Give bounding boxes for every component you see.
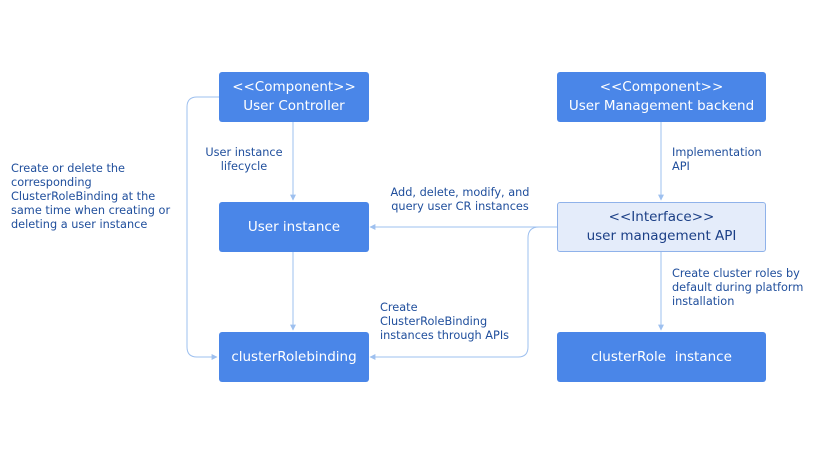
create-cluster-roles-label-line-3: installation: [672, 295, 735, 308]
side-note-line-2: corresponding: [11, 176, 92, 189]
crud-label-line-1: Add, delete, modify, and: [390, 186, 530, 199]
lifecycle-label-line-1: User instance: [205, 146, 283, 159]
side-note-line-4: same time when creating or: [11, 204, 171, 217]
crud-label-line-2: query user CR instances: [391, 200, 529, 213]
user-controller-box: <<Component>> User Controller: [219, 72, 369, 122]
side-note-label: Create or delete the corresponding Clust…: [11, 162, 170, 232]
user-controller-name: User Controller: [243, 98, 345, 114]
cluster-role-instance-name: clusterRole instance: [591, 348, 732, 365]
lifecycle-label-line-2: lifecycle: [220, 160, 268, 173]
cluster-rolebinding-box: clusterRolebinding: [219, 332, 369, 382]
arrow-api-to-rolebinding: [369, 226, 557, 360]
implementation-label-line-1: Implementation: [672, 146, 762, 159]
user-management-backend-box: <<Component>> User Management backend: [557, 72, 766, 122]
create-cluster-roles-label: Create cluster roles by default during p…: [672, 267, 803, 309]
crud-label: Add, delete, modify, and query user CR i…: [380, 186, 540, 214]
user-management-backend-stereotype: <<Component>>: [599, 79, 724, 95]
create-rolebinding-label-line-1: Create: [380, 301, 418, 314]
lifecycle-label: User instance lifecycle: [204, 146, 284, 174]
create-rolebinding-label-line-3: instances through APIs: [380, 329, 510, 342]
implementation-label-line-2: API: [672, 160, 690, 173]
side-note-line-5: deleting a user instance: [11, 218, 148, 231]
create-rolebinding-label-line-2: ClusterRoleBinding: [380, 315, 488, 328]
user-instance-name: User instance: [247, 218, 341, 235]
cluster-role-instance-box: clusterRole instance: [557, 332, 766, 382]
user-controller-stereotype: <<Component>>: [232, 79, 356, 95]
user-management-backend-name: User Management backend: [568, 98, 755, 114]
side-note-line-3: ClusterRoleBinding at the: [11, 190, 156, 203]
user-instance-box: User instance: [219, 202, 369, 252]
user-management-api-box: <<Interface>> user management API: [557, 202, 766, 252]
create-rolebinding-label: Create ClusterRoleBinding instances thro…: [380, 301, 509, 343]
side-note-line-1: Create or delete the: [11, 162, 125, 175]
implementation-label: Implementation API: [672, 146, 762, 174]
cluster-rolebinding-name: clusterRolebinding: [231, 348, 357, 365]
create-cluster-roles-label-line-1: Create cluster roles by: [672, 267, 800, 280]
create-cluster-roles-label-line-2: default during platform: [672, 281, 804, 294]
user-management-api-stereotype: <<Interface>>: [608, 209, 715, 225]
arrow-controller-to-rolebinding: [186, 96, 219, 360]
user-management-api-name: user management API: [586, 228, 737, 244]
